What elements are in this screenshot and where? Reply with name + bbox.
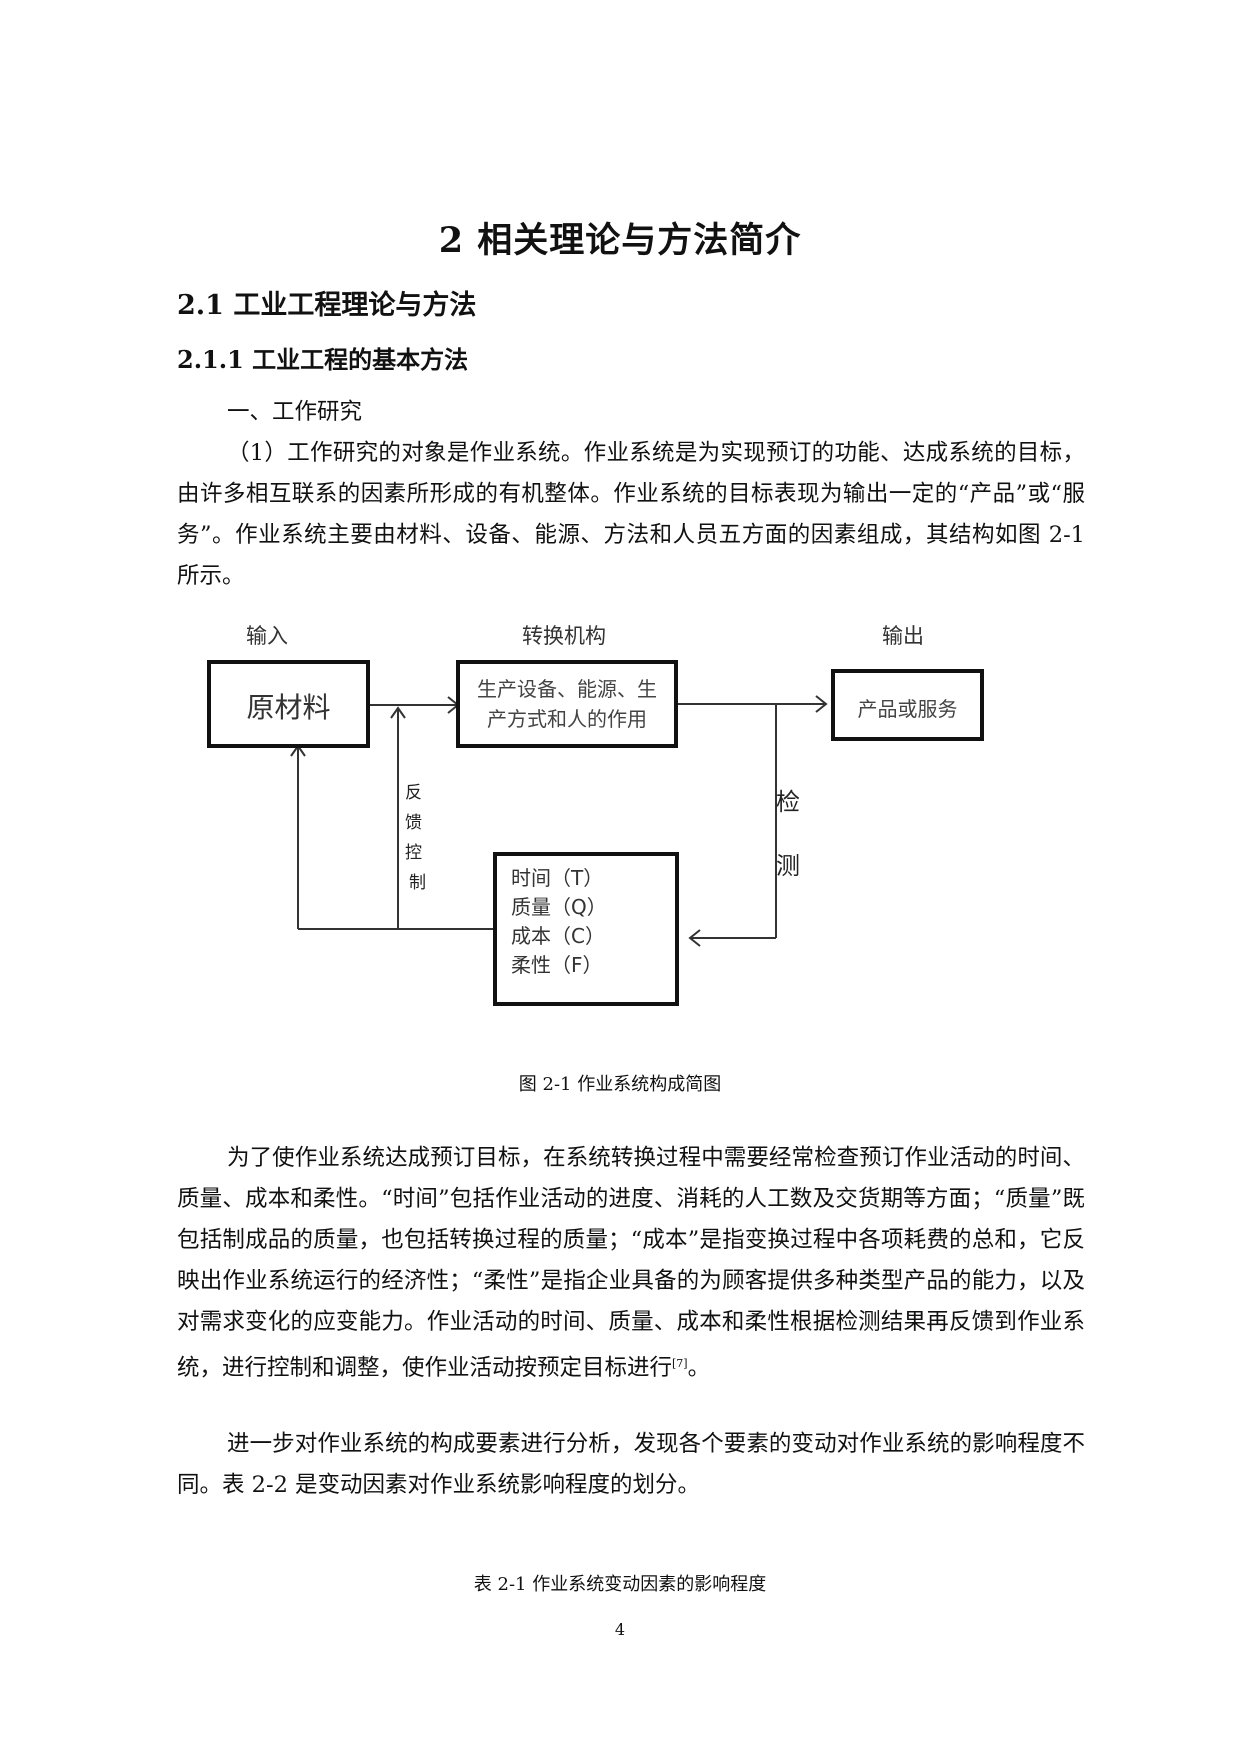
feedback-control-label: 反 馈 控 制 — [405, 778, 426, 898]
measure-flexibility: 柔性（F） — [511, 953, 603, 977]
transform-text-line1: 生产设备、能源、生 — [477, 677, 657, 701]
measures-list: 时间（T） 质量（Q） 成本（C） 柔性（F） — [511, 864, 607, 980]
feedback-char: 反 — [405, 783, 422, 803]
measure-time: 时间（T） — [511, 866, 604, 890]
subsection-title: 2.1.1 工业工程的基本方法 — [177, 345, 469, 374]
chapter-title: 2 相关理论与方法简介 — [438, 220, 802, 261]
paragraph-end: 。 — [687, 1355, 711, 1381]
page-number: 4 — [614, 1620, 626, 1639]
raw-materials-text: 原材料 — [246, 691, 331, 724]
feedback-char: 制 — [409, 873, 426, 893]
paragraph-factor-analysis: 进一步对作业系统的构成要素进行分析，发现各个要素的变动对作业系统的影响程度不同。… — [177, 1431, 1085, 1498]
citation-ref[interactable]: [7] — [672, 1357, 688, 1370]
paragraph-control-factors: 为了使作业系统达成预订目标，在系统转换过程中需要经常检查预订作业活动的时间、质量… — [177, 1138, 1085, 1389]
diagram-label-output: 输出 — [882, 624, 924, 648]
detect-char: 测 — [776, 852, 800, 880]
table-caption: 表 2-1 作业系统变动因素的影响程度 — [473, 1574, 767, 1595]
feedback-char: 控 — [405, 843, 422, 863]
detect-char: 检 — [776, 788, 800, 816]
measure-cost: 成本（C） — [511, 924, 605, 948]
measure-quality: 质量（Q） — [511, 895, 607, 919]
transform-text-line2: 产方式和人的作用 — [487, 707, 647, 731]
detection-label: 检 测 — [776, 770, 800, 898]
diagram-box-raw-materials: 原材料 — [207, 660, 370, 748]
diagram-box-measures: 时间（T） 质量（Q） 成本（C） 柔性（F） — [493, 852, 679, 1006]
diagram-label-transform: 转换机构 — [522, 624, 606, 648]
figure-caption: 图 2-1 作业系统构成简图 — [518, 1074, 722, 1095]
output-text: 产品或服务 — [857, 697, 958, 721]
feedback-char: 馈 — [405, 813, 422, 833]
diagram-label-input: 输入 — [246, 624, 288, 648]
paragraph-heading-work-study: 一、工作研究 — [227, 399, 363, 425]
paragraph-text: 为了使作业系统达成预订目标，在系统转换过程中需要经常检查预订作业活动的时间、质量… — [177, 1145, 1085, 1381]
diagram-box-transform: 生产设备、能源、生 产方式和人的作用 — [456, 660, 678, 748]
section-title: 2.1 工业工程理论与方法 — [177, 290, 477, 321]
paragraph-work-system: （1）工作研究的对象是作业系统。作业系统是为实现预订的功能、达成系统的目标，由许… — [177, 440, 1085, 589]
diagram-box-output: 产品或服务 — [831, 669, 984, 741]
